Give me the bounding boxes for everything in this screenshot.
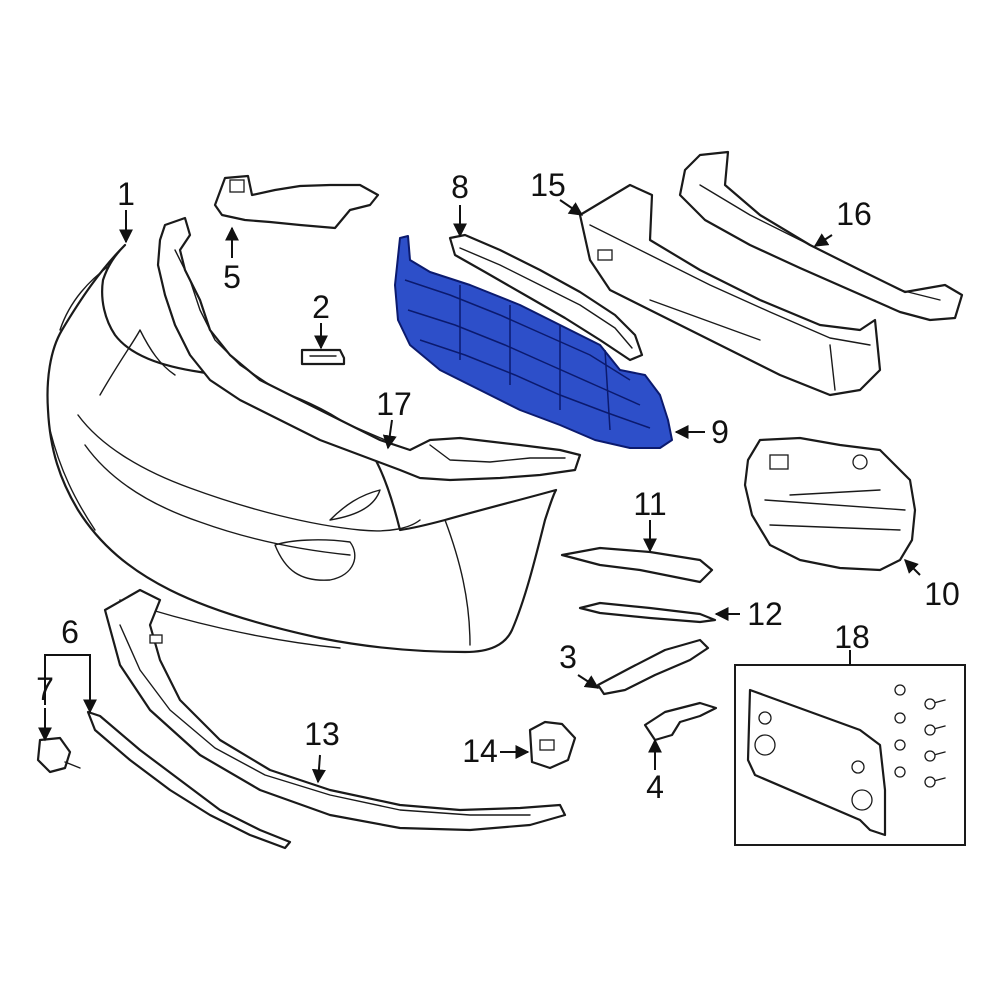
callout-16: 16 [836, 196, 872, 232]
callout-1: 1 [117, 176, 135, 212]
leader-lines [38, 199, 921, 784]
callout-7: 7 [36, 671, 54, 707]
callout-9: 9 [711, 414, 729, 450]
callout-11: 11 [633, 486, 666, 522]
callout-5: 5 [223, 259, 241, 295]
cap-7-part [36, 736, 81, 774]
grille-trim-8-part [448, 233, 644, 362]
grille-9-part [394, 235, 673, 449]
clip-2-part [300, 348, 346, 366]
leader-17 [382, 419, 397, 450]
bracket-4-part [643, 701, 718, 742]
energy-absorber-15-part [578, 183, 882, 397]
leader-16 [813, 233, 833, 247]
callout-13: 13 [304, 716, 340, 752]
callout-18: 18 [834, 619, 870, 655]
license-bracket-18-group [734, 664, 966, 846]
reinforcement-beam-16-part [678, 150, 964, 322]
upper-support-bracket-part [156, 216, 582, 482]
callout-labels: 1 2 3 4 5 6 7 8 9 10 11 12 13 14 15 16 1… [36, 167, 960, 805]
callout-10: 10 [924, 576, 960, 612]
callout-14: 14 [462, 733, 498, 769]
callout-12: 12 [747, 596, 783, 632]
callout-15: 15 [530, 167, 566, 203]
fastener-set [894, 684, 946, 788]
trim-strip-11-part [560, 546, 714, 584]
leader-6 [44, 654, 97, 714]
bracket-3-part [596, 638, 710, 696]
callout-2: 2 [312, 289, 330, 325]
callout-6: 6 [61, 614, 79, 650]
callout-4: 4 [646, 769, 664, 805]
bracket-assembly-10-part [743, 436, 917, 572]
leader-13 [311, 754, 326, 784]
leader-3 [577, 674, 600, 689]
trim-strip-12-part [578, 601, 717, 624]
lower-trim-6-part [86, 710, 292, 850]
leader-10 [904, 559, 921, 576]
leader-15 [559, 199, 584, 216]
lower-spoiler-13-part [103, 588, 567, 832]
callout-8: 8 [451, 169, 469, 205]
callout-17: 17 [376, 386, 412, 422]
bracket-14-part [528, 720, 577, 770]
callout-3: 3 [559, 639, 577, 675]
bracket-5-part [213, 174, 380, 230]
